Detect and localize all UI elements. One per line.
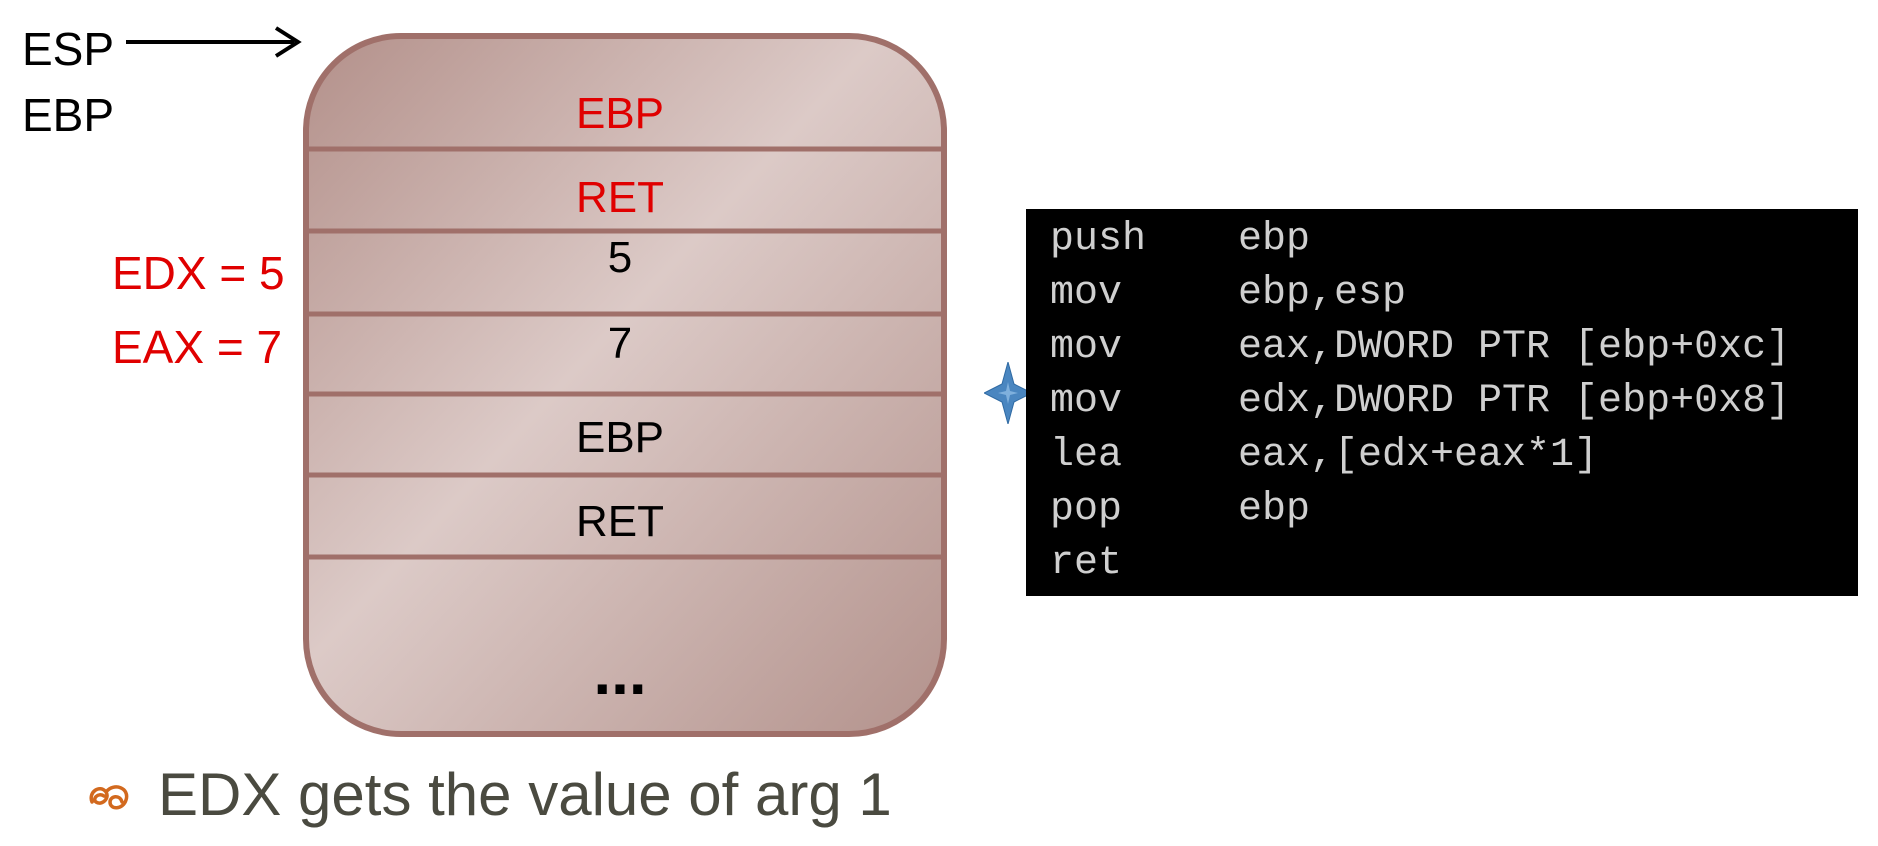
code-op: push [1050,217,1147,262]
code-args: eax,DWORD PTR [ebp+0xc] [1238,325,1791,370]
code-args: ebp [1238,487,1311,532]
stack-slot-arg1: 5 [607,233,633,282]
bullet-glyph-icon [89,785,129,810]
stack-slot-saved-ebp-current: EBP [575,89,665,138]
bullet-text: EDX gets the value of arg 1 [158,761,892,828]
star-icon [984,362,1032,424]
ebp-label: EBP [22,89,115,141]
code-args: ebp,esp [1238,271,1407,316]
code-op: pop [1050,487,1123,532]
stack-slot-ellipsis: ... [593,636,647,708]
eax-value-label: EAX = 7 [112,321,283,373]
code-line: mov eax,DWORD PTR [ebp+0xc] [1038,321,1858,375]
code-op: mov [1050,325,1123,370]
code-args: ebp [1238,217,1311,262]
stack-diagram [303,33,947,737]
code-line: lea eax,[edx+eax*1] [1038,429,1858,483]
stack-body [303,33,947,737]
code-op: lea [1050,433,1123,478]
stack-slot-saved-ebp-caller: EBP [575,413,665,462]
code-line-current: mov edx,DWORD PTR [ebp+0x8] [1038,375,1858,429]
stack-slot-ret-caller: RET [576,497,664,546]
esp-label: ESP [22,23,115,75]
code-args: edx,DWORD PTR [ebp+0x8] [1238,379,1791,424]
code-op: mov [1050,271,1123,316]
code-line: pop ebp [1038,483,1858,537]
stack-slot-ret-current: RET [576,173,664,222]
code-line: mov ebp,esp [1038,267,1858,321]
stack-slot-arg2: 7 [607,319,633,368]
code-line: push ebp [1038,213,1858,267]
edx-value-label: EDX = 5 [112,247,285,299]
disassembly-panel: push ebp mov ebp,esp mov eax,DWORD PTR [ebp… [1026,209,1858,596]
code-op: mov [1050,379,1123,424]
code-args: eax,[edx+eax*1] [1238,433,1599,478]
code-line: ret [1038,537,1858,591]
esp-arrow-icon [126,26,302,58]
code-op: ret [1050,541,1123,586]
